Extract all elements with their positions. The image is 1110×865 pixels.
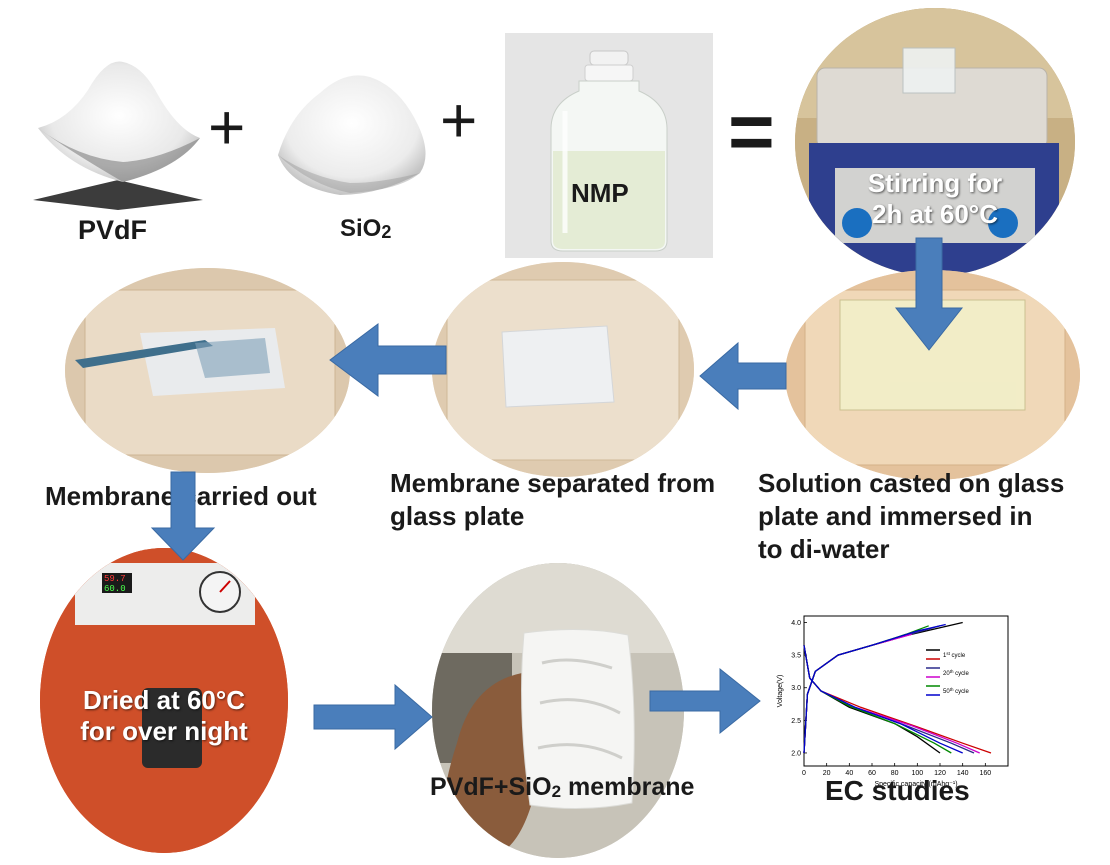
tray-membrane-icon [65, 268, 350, 473]
membrane-carried-photo [65, 268, 350, 473]
arrow-right-dried [313, 683, 433, 751]
x-tick-label: 100 [911, 770, 923, 777]
y-tick-label: 2.5 [791, 718, 801, 725]
powder-pile-icon [33, 61, 203, 210]
dried-caption: Dried at 60°C for over night [50, 685, 278, 747]
solution-casted-label: Solution casted on glass plate and immer… [758, 467, 1064, 566]
dried-line-1: Dried at 60°C [82, 685, 246, 715]
sio2-label-main: SiO [340, 215, 382, 242]
stirring-caption: Stirring for 2h at 60°C [795, 168, 1075, 230]
x-tick-label: 20 [823, 770, 831, 777]
membrane-label-sub: 2 [551, 782, 562, 801]
final-membrane-photo [432, 563, 684, 858]
casted-line-1: Solution casted on glass [758, 468, 1065, 498]
sio2-label-sub: 2 [381, 222, 392, 242]
x-tick-label: 120 [934, 770, 946, 777]
membrane-separated-label: Membrane separated from glass plate [390, 467, 715, 533]
x-tick-label: 60 [868, 770, 876, 777]
stirring-line-2: 2h at 60°C [871, 199, 998, 230]
stirring-line-1: Stirring for [867, 168, 1003, 198]
sio2-powder-image [270, 55, 435, 205]
equals-sign: = [728, 87, 775, 176]
legend-entry: 20th cycle [943, 669, 969, 677]
series-line-discharge [803, 645, 963, 754]
y-tick-label: 3.0 [791, 685, 801, 692]
x-tick-label: 80 [891, 770, 899, 777]
casted-line-3: to di-water [758, 534, 890, 565]
arrow-right-membrane [649, 667, 761, 735]
dried-line-2: for over night [80, 716, 248, 747]
y-axis-label: Voltage(V) [777, 675, 784, 708]
arrow-down-stirring [894, 237, 964, 351]
reagent-bottle-icon [550, 50, 668, 252]
final-membrane-label: PVdF+SiO2 membrane [430, 772, 694, 804]
x-axis-label: Specific capacity (mAhg⁻¹) [874, 781, 957, 788]
y-tick-label: 2.0 [791, 750, 801, 757]
arrow-left-separated [329, 323, 447, 397]
oven-readout-bottom: 60.0 [104, 584, 126, 594]
separated-line-2: glass plate [390, 501, 525, 532]
nmp-bottle-image: NMP [505, 33, 713, 258]
powder-pile-icon [278, 75, 426, 195]
x-tick-label: 40 [845, 770, 853, 777]
membrane-separated-photo [432, 262, 694, 477]
tray-membrane-icon [432, 262, 694, 477]
drying-oven-photo: 59.7 60.0 Dried at 60°C for over night [40, 548, 288, 853]
y-tick-label: 4.0 [791, 620, 801, 627]
x-tick-label: 160 [979, 770, 991, 777]
arrow-left-casted [699, 341, 787, 411]
membrane-label-main: PVdF+SiO [430, 773, 552, 801]
x-tick-label: 140 [957, 770, 969, 777]
pvdf-powder-image [28, 50, 208, 210]
membrane-label-rest: membrane [561, 773, 695, 801]
sio2-label: SiO2 [340, 214, 391, 244]
legend-entry: 50th cycle [943, 687, 969, 695]
pvdf-label: PVdF [78, 215, 148, 245]
x-tick-label: 0 [802, 770, 806, 777]
y-tick-label: 3.5 [791, 653, 801, 660]
hot-plate-stirrer-icon [795, 8, 1075, 276]
plus-sign-1: + [208, 91, 246, 163]
separated-line-1: Membrane separated from [390, 468, 716, 498]
chart-frame [803, 615, 1009, 767]
plus-sign-2: + [440, 84, 478, 156]
stirring-photo: Stirring for 2h at 60°C [795, 8, 1075, 276]
series-line-charge [803, 623, 946, 754]
ec-chart: 0 20 40 60 80 100 120 140 160 2.0 2.5 3.0 3.5 4.0Volt… [777, 615, 1009, 788]
drying-oven-icon [40, 548, 288, 853]
ec-studies-label: EC studies [825, 775, 970, 806]
oven-readout-top: 59.7 [104, 574, 126, 584]
hand-holding-membrane-icon [432, 563, 684, 858]
arrow-down-carried [150, 471, 216, 561]
nmp-label: NMP [571, 178, 629, 208]
casted-line-2: plate and immersed in [758, 501, 1033, 532]
legend-entry: 1st cycle [943, 651, 966, 659]
